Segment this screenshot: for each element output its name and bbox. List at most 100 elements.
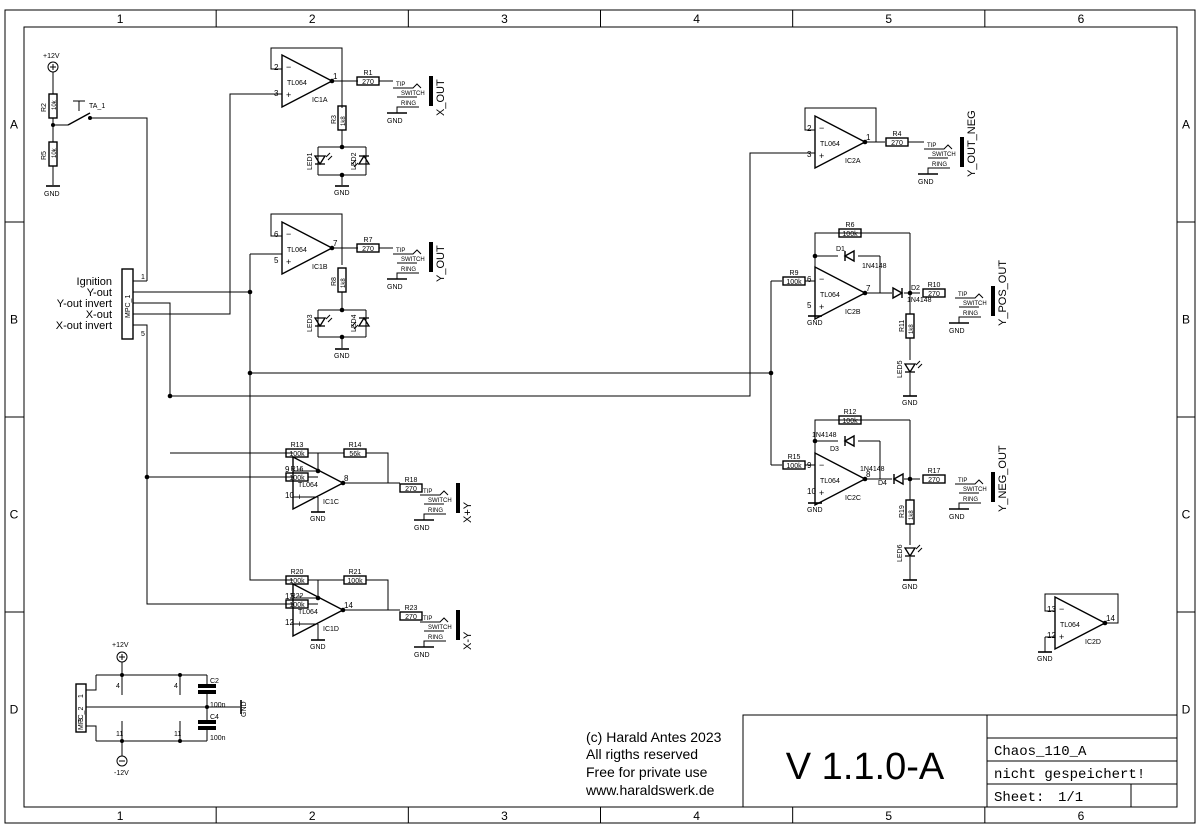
frame-row-right-A: A [1182,118,1190,132]
svg-text:IC1C: IC1C [323,499,339,506]
svg-text:1N4148: 1N4148 [907,297,932,304]
svg-text:2: 2 [274,63,279,72]
output-label-out4: Y_NEG_OUT [997,445,1009,512]
svg-text:R15: R15 [788,454,801,461]
svg-text:3: 3 [807,150,812,159]
svg-text:TL064: TL064 [1060,622,1080,629]
svg-text:56k: 56k [349,451,361,458]
svg-text:+: + [819,151,824,161]
svg-text:RING: RING [401,267,416,273]
svg-text:R9: R9 [790,270,799,277]
svg-text:14: 14 [1106,614,1115,623]
r5-ref: R5 [41,151,48,160]
output-label-out1: Y_OUT [435,245,447,282]
svg-text:+: + [819,302,824,312]
gnd-label: GND [334,353,350,360]
svg-text:D1: D1 [836,246,845,253]
led5: LED5 [897,360,923,378]
signal-x-out-invert: X-out invert [56,320,112,332]
svg-text:LED4: LED4 [351,314,358,332]
resistor-r6: R6 100k [838,222,862,238]
svg-text:11: 11 [174,731,181,738]
r2-ref: R2 [41,103,48,112]
gnd-label: GND [807,507,823,514]
svg-text:R18: R18 [405,477,418,484]
credit-line-3: Free for private use [586,764,708,780]
svg-text:RING: RING [401,101,416,107]
svg-text:100k: 100k [842,231,858,238]
svg-text:1k8: 1k8 [341,116,347,126]
svg-text:1k8: 1k8 [909,510,915,520]
svg-text:+: + [286,90,291,100]
svg-text:GND: GND [414,652,430,659]
svg-text:−: − [819,123,824,133]
svg-text:LED5: LED5 [897,360,904,378]
credit-line-1: (c) Harald Antes 2023 [586,729,722,745]
version-label: V 1.1.0-A [786,746,945,788]
frame-row-right-C: C [1182,508,1191,522]
svg-text:TL064: TL064 [287,80,307,87]
svg-text:10: 10 [807,487,816,496]
signal-y-out-invert: Y-out invert [57,298,112,310]
svg-text:IC1D: IC1D [323,626,339,633]
gnd-label: GND [310,644,326,651]
svg-text:100k: 100k [842,418,858,425]
svg-text:5: 5 [807,301,812,310]
credits: (c) Harald Antes 2023 All rigths reserve… [585,729,722,798]
frame-col-5: 5 [885,12,892,26]
svg-text:−: − [297,464,302,474]
mpc1-name: MPC_1 [125,295,132,318]
svg-text:−: − [286,229,291,239]
svg-text:−: − [297,591,302,601]
frame-col-bottom-2: 2 [309,809,316,823]
svg-text:C2: C2 [210,678,219,685]
svg-text:R1: R1 [364,70,373,77]
svg-text:1N4148: 1N4148 [862,263,887,270]
frame-col-1: 1 [117,12,124,26]
svg-text:R6: R6 [846,222,855,229]
svg-text:TIP: TIP [396,82,405,88]
r5-value: 10k [52,147,58,158]
svg-text:R14: R14 [349,442,362,449]
svg-text:SWITCH: SWITCH [963,487,987,493]
svg-text:100k: 100k [786,279,802,286]
frame-col-bottom-4: 4 [693,809,700,823]
svg-text:12: 12 [285,618,294,627]
svg-text:3: 3 [274,89,279,98]
svg-text:TL064: TL064 [820,141,840,148]
svg-text:R12: R12 [844,409,857,416]
svg-text:1: 1 [78,694,85,698]
svg-text:D4: D4 [878,480,887,487]
led1: LED1 [307,152,333,170]
svg-text:270: 270 [362,246,374,253]
svg-text:TL064: TL064 [820,478,840,485]
output-label-out3: Y_POS_OUT [997,260,1009,326]
frame-row-right-D: D [1182,703,1191,717]
svg-text:R10: R10 [928,282,941,289]
frame-col-bottom-5: 5 [885,809,892,823]
svg-text:1k8: 1k8 [909,324,915,334]
svg-text:GND: GND [387,118,403,125]
svg-text:GND: GND [949,328,965,335]
svg-text:TIP: TIP [927,143,936,149]
svg-text:+12V: +12V [112,642,129,649]
frame-col-3: 3 [501,12,508,26]
svg-text:12: 12 [1047,631,1056,640]
svg-text:RING: RING [963,311,978,317]
signal-ignition: Ignition [77,276,112,288]
svg-text:RING: RING [428,635,443,641]
svg-text:100k: 100k [289,475,305,482]
svg-text:7: 7 [866,284,871,293]
